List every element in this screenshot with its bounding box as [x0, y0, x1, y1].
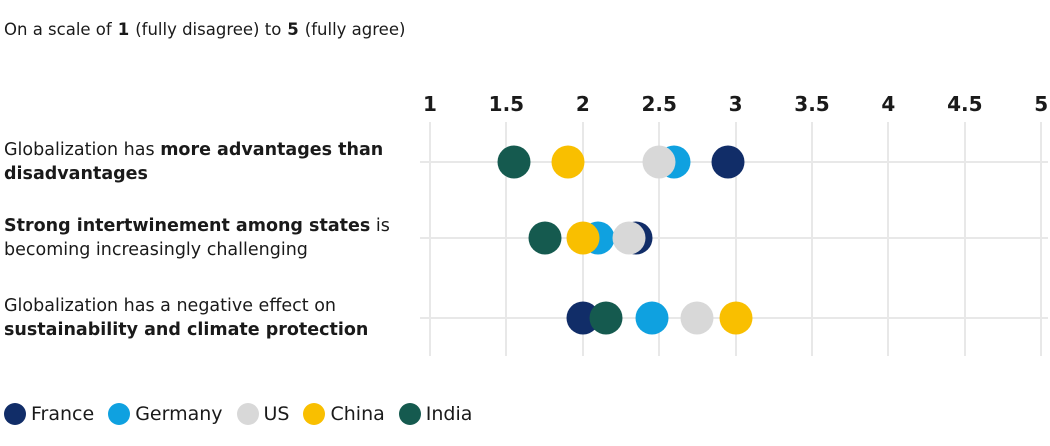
category-label: Globalization has a negative effect on su…	[4, 294, 424, 342]
data-point-us	[612, 221, 646, 255]
legend-item-germany: Germany	[108, 403, 223, 425]
category-label-line: Strong intertwinement among states is	[4, 214, 424, 238]
category-label-bold-text: more advantages than	[160, 140, 384, 160]
data-point-india	[497, 145, 531, 179]
data-point-germany	[635, 301, 669, 335]
data-point-france	[711, 145, 745, 179]
legend-label: Germany	[135, 403, 223, 425]
x-axis-tick-label: 4.5	[947, 92, 983, 116]
x-axis-tick-label: 4	[881, 92, 896, 116]
row-line	[420, 237, 1048, 239]
legend-item-france: France	[4, 403, 94, 425]
gridline	[734, 122, 737, 356]
gridline	[963, 122, 966, 356]
title-text: On a scale of	[4, 20, 112, 39]
data-point-us	[680, 301, 714, 335]
x-axis-tick-label: 1	[423, 92, 437, 116]
category-label-text: Globalization has a negative effect on	[4, 296, 336, 316]
data-point-us	[642, 145, 676, 179]
legend-label: France	[31, 403, 95, 425]
category-label-line: sustainability and climate protection	[4, 318, 424, 342]
gridline	[505, 122, 508, 356]
category-label-line: disadvantages	[4, 162, 424, 186]
legend-dot-india	[398, 403, 421, 425]
x-axis-tick-label: 2.5	[641, 92, 677, 116]
legend-label: China	[330, 403, 385, 425]
category-label-bold-text: Strong intertwinement among states	[4, 216, 371, 236]
legend-item-us: US	[236, 403, 290, 425]
legend-item-india: India	[398, 403, 473, 425]
data-point-india	[528, 221, 562, 255]
category-label-line: Globalization has a negative effect on	[4, 294, 424, 318]
gridline	[429, 122, 431, 356]
category-label-text: becoming increasingly challenging	[4, 240, 308, 260]
gridline	[887, 122, 890, 356]
category-label-text: Globalization has	[4, 140, 161, 160]
gridline	[1040, 122, 1043, 356]
x-axis-tick-label: 5	[1034, 92, 1049, 116]
category-label-bold-text: sustainability and climate protection	[4, 320, 369, 340]
legend-label: US	[263, 403, 290, 425]
data-point-china	[551, 145, 585, 179]
data-point-china	[719, 301, 753, 335]
title-low-suffix: (fully disagree) to	[135, 20, 282, 39]
x-axis-tick-label: 2	[575, 92, 590, 116]
x-axis-tick-label: 3.5	[794, 92, 830, 116]
category-label-text: is	[370, 216, 390, 236]
gridline	[811, 122, 813, 356]
gridline	[658, 122, 661, 356]
legend-item-china: China	[303, 403, 385, 425]
title-high-suffix: (fully agree)	[304, 20, 406, 39]
legend-dot-china	[303, 403, 326, 425]
chart-title: On a scale of 1 (fully disagree) to 5 (fully…	[4, 20, 405, 39]
title-low-value: 1	[117, 20, 130, 39]
title-high-value: 5	[287, 20, 299, 39]
legend-dot-germany	[108, 403, 131, 425]
legend: France Germany US China India	[4, 403, 472, 425]
legend-dot-us	[236, 403, 259, 425]
x-axis-tick-label: 1.5	[488, 92, 525, 116]
x-axis-tick-label: 3	[728, 92, 743, 116]
data-point-china	[566, 221, 600, 255]
category-label-line: Globalization has more advantages than	[4, 138, 424, 162]
legend-label: India	[425, 403, 473, 425]
data-point-india	[589, 301, 623, 335]
legend-dot-france	[4, 403, 26, 425]
category-label-bold-text: disadvantages	[4, 164, 148, 184]
category-label-line: becoming increasingly challenging	[4, 238, 424, 262]
